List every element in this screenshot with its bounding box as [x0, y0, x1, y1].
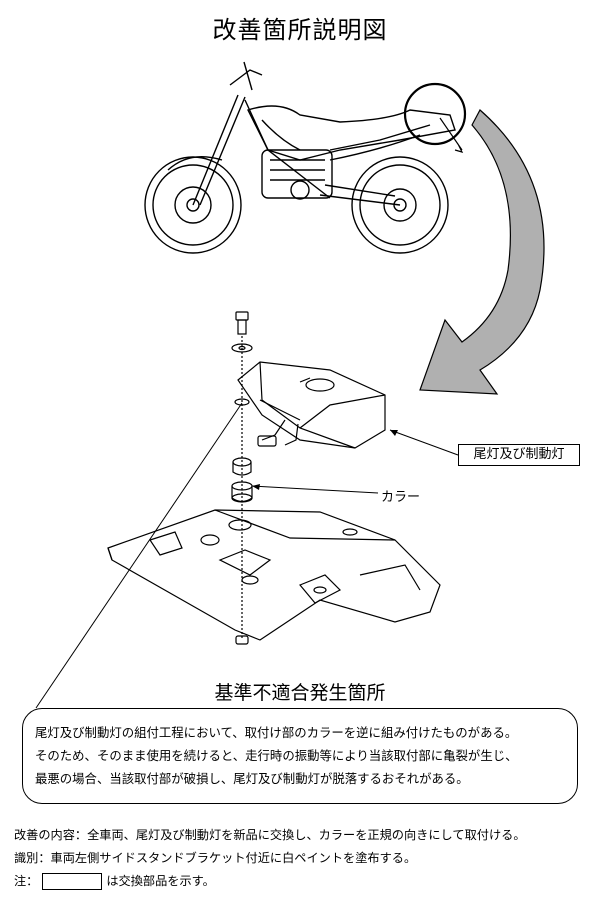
- identification-note: 識別：車両左側サイドスタンドブラケット付近に白ペイントを塗布する。: [14, 851, 417, 865]
- motorcycle-illustration: [144, 61, 456, 254]
- description-line-2: そのため、そのまま使用を続けると、走行時の振動等により当該取付部に亀裂が生じ、: [35, 748, 518, 763]
- legend-suffix: は交換部品を示す。: [106, 874, 215, 888]
- section-title: 基準不適合発生箇所: [214, 682, 386, 704]
- description-line-3: 最悪の場合、当該取付部が破損し、尾灯及び制動灯が脱落するおそれがある。: [35, 771, 469, 786]
- legend-prefix: 注：: [14, 874, 39, 888]
- notes-section: 改善の内容：全車両、尾灯及び制動灯を新品に交換し、カラーを正規の向きにして取付け…: [14, 824, 526, 893]
- diagram-title: 改善箇所説明図: [212, 16, 388, 44]
- legend-box-symbol: [42, 873, 103, 890]
- description-box: 尾灯及び制動灯の組付工程において、取付け部のカラーを逆に組み付けたものがある。 …: [22, 708, 578, 804]
- tail-light-label: 尾灯及び制動灯: [458, 444, 580, 466]
- highlight-circle: [403, 82, 467, 146]
- exploded-parts: [107, 311, 441, 645]
- legend-note: 注： は交換部品を示す。: [14, 870, 526, 893]
- description-line-1: 尾灯及び制動灯の組付工程において、取付け部のカラーを逆に組み付けたものがある。: [35, 725, 518, 740]
- improvement-note: 改善の内容：全車両、尾灯及び制動灯を新品に交換し、カラーを正規の向きにして取付け…: [14, 828, 526, 842]
- collar-label: カラー: [381, 490, 421, 505]
- large-curved-arrow: [419, 109, 545, 395]
